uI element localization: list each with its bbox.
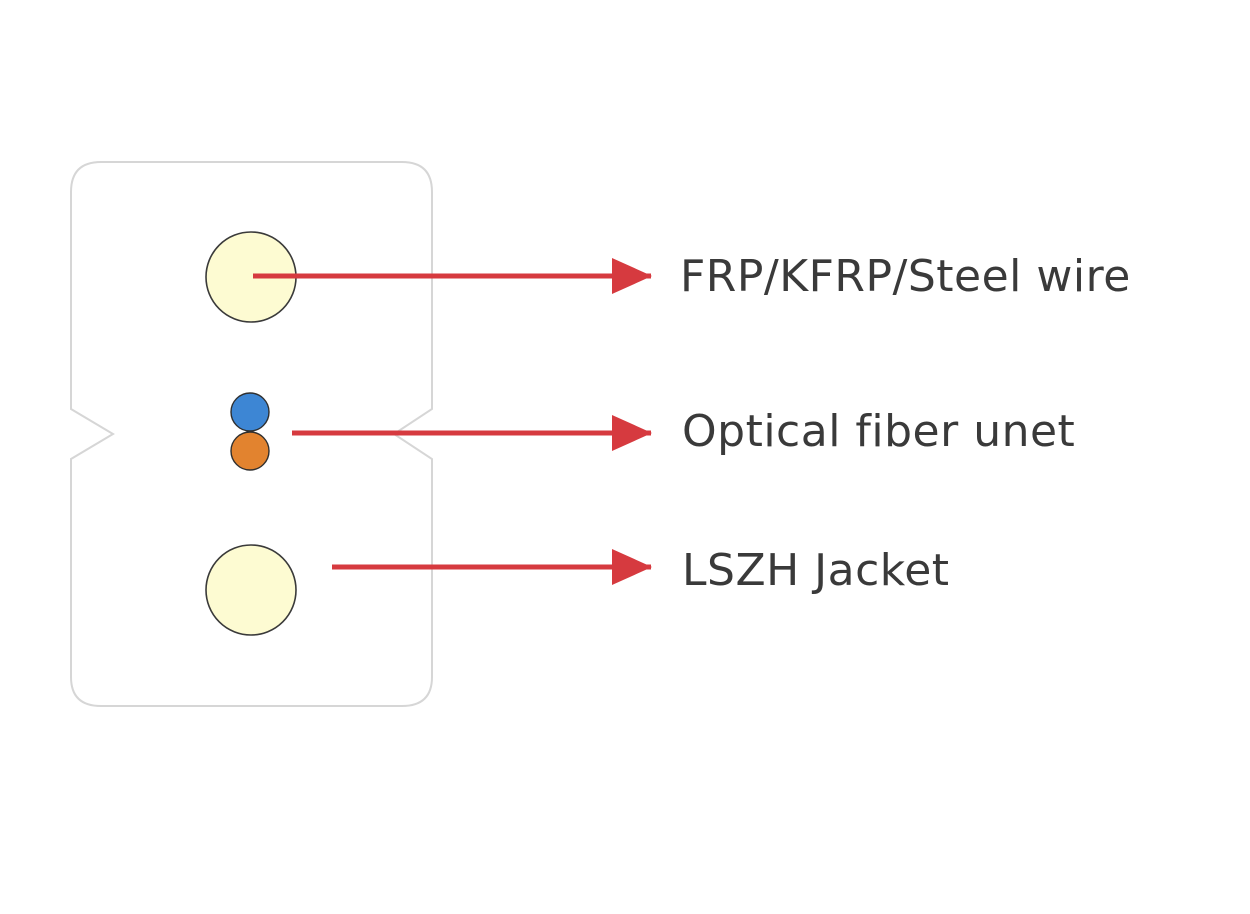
optical-fiber-blue bbox=[230, 392, 270, 432]
optical-fiber-orange bbox=[230, 431, 270, 471]
label-strength-member: FRP/KFRP/Steel wire bbox=[680, 251, 1131, 302]
label-jacket: LSZH Jacket bbox=[682, 545, 950, 596]
label-optical-fiber: Optical fiber unet bbox=[682, 406, 1076, 457]
strength-member-bottom bbox=[205, 544, 297, 636]
